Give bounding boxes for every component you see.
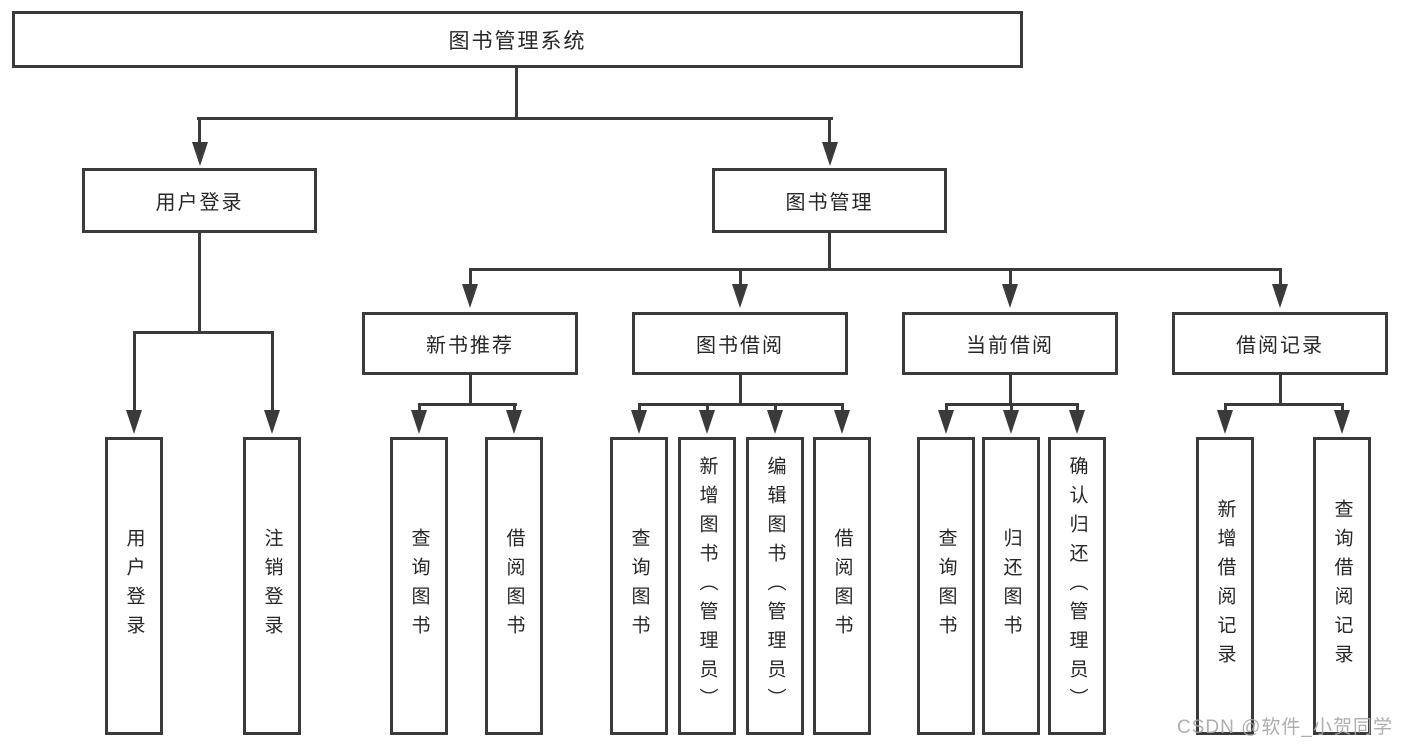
leaf-label: 查询图书 bbox=[408, 528, 430, 644]
node-new-book-recommend: 新书推荐 bbox=[362, 312, 578, 375]
connector-line bbox=[418, 403, 517, 406]
leaf-label: 用户登录 bbox=[123, 528, 145, 644]
connector-line bbox=[739, 375, 742, 406]
arrow-down-icon bbox=[938, 410, 954, 434]
leaf-query-borrow-record: 查询借阅记录 bbox=[1313, 437, 1371, 735]
leaf-confirm-return-admin: 确认归还（管理员） bbox=[1048, 437, 1106, 735]
connector-line bbox=[841, 403, 844, 412]
connector-line bbox=[198, 117, 201, 144]
leaf-label: 查询借阅记录 bbox=[1331, 499, 1353, 673]
connector-line bbox=[1076, 403, 1079, 412]
leaf-label: 归还图书 bbox=[1000, 528, 1022, 644]
arrow-down-icon bbox=[506, 410, 522, 434]
leaf-add-borrow-record: 新增借阅记录 bbox=[1196, 437, 1254, 735]
arrow-down-icon bbox=[822, 142, 838, 166]
leaf-return-books: 归还图书 bbox=[982, 437, 1040, 735]
connector-line bbox=[1009, 268, 1012, 286]
leaf-edit-books-admin: 编辑图书（管理员） bbox=[746, 437, 804, 735]
connector-line bbox=[1224, 403, 1227, 412]
leaf-borrow-books: 借阅图书 bbox=[485, 437, 543, 735]
connector-line bbox=[133, 331, 274, 334]
connector-line bbox=[469, 268, 472, 286]
arrow-down-icon bbox=[699, 410, 715, 434]
arrow-down-icon bbox=[767, 410, 783, 434]
leaf-label: 确认归还（管理员） bbox=[1066, 455, 1088, 717]
arrow-down-icon bbox=[1002, 284, 1018, 308]
arrow-down-icon bbox=[411, 410, 427, 434]
arrow-down-icon bbox=[462, 284, 478, 308]
watermark: CSDN @软件_小贺同学 bbox=[1177, 717, 1393, 738]
connector-line bbox=[515, 68, 518, 120]
node-book-management: 图书管理 bbox=[712, 168, 947, 233]
connector-line bbox=[197, 117, 833, 120]
leaf-label: 编辑图书（管理员） bbox=[764, 455, 786, 717]
connector-line bbox=[638, 403, 641, 412]
connector-line bbox=[1224, 403, 1344, 406]
connector-line bbox=[1279, 268, 1282, 286]
connector-line bbox=[133, 331, 136, 412]
connector-line bbox=[271, 331, 274, 412]
arrow-down-icon bbox=[1069, 410, 1085, 434]
connector-line bbox=[774, 403, 777, 412]
connector-line bbox=[828, 117, 831, 144]
node-label: 用户登录 bbox=[155, 192, 244, 214]
arrow-down-icon bbox=[1272, 284, 1288, 308]
arrow-down-icon bbox=[1217, 410, 1233, 434]
node-book-borrow: 图书借阅 bbox=[632, 312, 848, 375]
leaf-logout: 注销登录 bbox=[243, 437, 301, 735]
arrow-down-icon bbox=[264, 410, 280, 434]
leaf-label: 查询图书 bbox=[628, 528, 650, 644]
node-current-borrow: 当前借阅 bbox=[902, 312, 1118, 375]
leaf-label: 新增借阅记录 bbox=[1214, 499, 1236, 673]
leaf-label: 借阅图书 bbox=[503, 528, 525, 644]
leaf-query-books: 查询图书 bbox=[610, 437, 668, 735]
connector-line bbox=[418, 403, 421, 412]
connector-line bbox=[513, 403, 516, 412]
node-label: 图书管理系统 bbox=[448, 29, 587, 53]
connector-line bbox=[706, 403, 709, 412]
leaf-add-books-admin: 新增图书（管理员） bbox=[678, 437, 736, 735]
connector-line bbox=[945, 403, 948, 412]
leaf-borrow-books: 借阅图书 bbox=[813, 437, 871, 735]
arrow-down-icon bbox=[126, 410, 142, 434]
leaf-label: 借阅图书 bbox=[831, 528, 853, 644]
arrow-down-icon bbox=[834, 410, 850, 434]
node-label: 图书管理 bbox=[785, 192, 874, 214]
connector-line bbox=[1279, 375, 1282, 406]
leaf-query-books: 查询图书 bbox=[390, 437, 448, 735]
arrow-down-icon bbox=[631, 410, 647, 434]
leaf-query-books: 查询图书 bbox=[917, 437, 975, 735]
arrow-down-icon bbox=[732, 284, 748, 308]
connector-line bbox=[638, 403, 844, 406]
node-label: 借阅记录 bbox=[1236, 335, 1324, 357]
connector-line bbox=[739, 268, 742, 286]
node-borrow-record: 借阅记录 bbox=[1172, 312, 1388, 375]
node-library-management-system: 图书管理系统 bbox=[12, 11, 1023, 68]
connector-line bbox=[469, 375, 472, 406]
connector-line bbox=[198, 233, 201, 334]
arrow-down-icon bbox=[1003, 410, 1019, 434]
connector-line bbox=[828, 233, 831, 271]
arrow-down-icon bbox=[192, 142, 208, 166]
node-label: 图书借阅 bbox=[696, 335, 784, 357]
connector-line bbox=[1341, 403, 1344, 412]
node-user-login: 用户登录 bbox=[82, 168, 317, 233]
node-label: 新书推荐 bbox=[426, 335, 514, 357]
arrow-down-icon bbox=[1334, 410, 1350, 434]
leaf-label: 注销登录 bbox=[261, 528, 283, 644]
leaf-label: 查询图书 bbox=[935, 528, 957, 644]
connector-line bbox=[1009, 375, 1012, 406]
node-label: 当前借阅 bbox=[966, 335, 1054, 357]
connector-line bbox=[1010, 403, 1013, 412]
leaf-user-login: 用户登录 bbox=[105, 437, 163, 735]
connector-line bbox=[469, 268, 1282, 271]
leaf-label: 新增图书（管理员） bbox=[696, 455, 718, 717]
